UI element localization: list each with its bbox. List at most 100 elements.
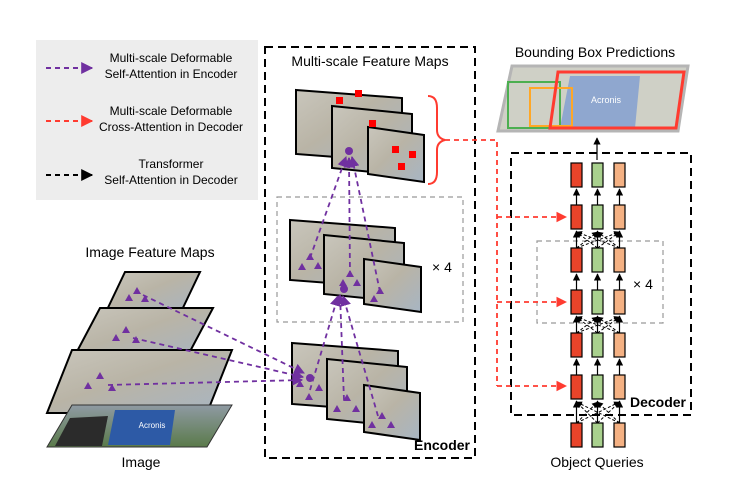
decoder-self-attention-arrow <box>575 316 620 334</box>
decoder-token-orange <box>613 247 626 273</box>
sampling-triangle <box>133 287 141 294</box>
sampling-point <box>369 120 376 127</box>
legend-item-encoder-self-attention: Multi-scale Deformable Self-Attention in… <box>46 51 237 81</box>
encoder-attention-arrows <box>107 155 381 417</box>
sampling-triangle <box>96 372 104 379</box>
sampling-triangle <box>368 421 376 428</box>
decoder-self-attention-arrow <box>576 231 598 249</box>
attention-arrow <box>340 294 379 417</box>
encoder-input-feature-maps <box>291 341 421 442</box>
decoder-token-green <box>591 162 604 188</box>
sampling-triangle <box>378 412 386 419</box>
decoder-token-orange <box>613 162 626 188</box>
green-box <box>507 81 561 129</box>
decoder-self-attention-arrow <box>597 231 620 249</box>
decoder-self-attention-arrow <box>597 401 620 424</box>
encoder-repeat-label: × 4 <box>432 259 452 275</box>
decoder-repeat-label: × 4 <box>633 276 653 292</box>
legend-item-3-line2: Self-Attention in Decoder <box>104 173 237 187</box>
sampling-triangle <box>112 334 120 341</box>
decoder-token-green <box>591 289 604 315</box>
attention-arrow <box>142 294 305 374</box>
sampling-point <box>336 97 343 104</box>
sampling-triangle <box>353 279 361 286</box>
player-shirt-dark <box>55 416 108 446</box>
sampling-triangle <box>333 405 341 412</box>
decoder-token-green <box>591 204 604 230</box>
sampling-triangle <box>108 384 116 391</box>
decoder-token-orange <box>613 204 626 230</box>
decoder-token-orange <box>613 289 626 315</box>
legend-item-decoder-cross-attention: Multi-scale Deformable Cross-Attention i… <box>46 104 243 134</box>
image-feature-maps-label: Image Feature Maps <box>85 244 214 260</box>
legend-item-1-line1: Multi-scale Deformable <box>110 51 233 65</box>
decoder-layers <box>570 162 626 424</box>
image-label: Image <box>122 454 161 470</box>
decoder-self-attention-arrow <box>576 316 598 334</box>
decoder-token-red <box>570 289 583 315</box>
decoder-token-orange <box>613 332 626 358</box>
red-box <box>548 70 686 130</box>
decoder-token-red <box>570 247 583 273</box>
object-queries <box>570 422 626 448</box>
sampling-triangle <box>314 262 322 269</box>
sampling-triangle <box>122 326 130 333</box>
decoder-self-attention-arrow <box>597 316 620 334</box>
player-jersey <box>108 410 175 445</box>
sampling-triangle <box>305 393 313 400</box>
decoder-self-attention-arrow <box>597 231 620 249</box>
attention-arrow <box>132 337 305 381</box>
input-map-3 <box>363 383 421 442</box>
sampling-point <box>409 151 416 158</box>
query-point <box>306 374 314 382</box>
prediction-jersey-text: Acronis <box>591 95 622 105</box>
decoder-self-attention-arrow <box>597 316 620 334</box>
feature-map-level-3 <box>45 349 234 414</box>
sampling-point <box>392 146 399 153</box>
output-map-3 <box>367 125 425 184</box>
attention-arrow <box>309 294 341 391</box>
sampling-triangle <box>387 421 395 428</box>
legend-item-2-line1: Multi-scale Deformable <box>110 104 233 118</box>
middle-map-3 <box>363 257 422 314</box>
encoder-repeat-box <box>276 196 464 323</box>
decoder-token-red <box>570 162 583 188</box>
encoder-middle-feature-maps <box>289 218 422 314</box>
sampling-triangle <box>298 263 306 270</box>
legend-item-decoder-self-attention: Transformer Self-Attention in Decoder <box>46 157 238 187</box>
decoder-box-label: Decoder <box>630 394 687 410</box>
encoder-top-label: Multi-scale Feature Maps <box>291 53 448 69</box>
sampling-triangle <box>315 384 323 391</box>
decoder-self-attention-arrow <box>576 401 621 424</box>
sampling-triangle <box>343 394 351 401</box>
query-point <box>345 147 353 155</box>
cross-attention-arrows <box>445 139 568 392</box>
cross-attention-trunk <box>445 139 498 386</box>
encoder-box <box>264 46 476 459</box>
encoder-box-label: Encoder <box>414 437 471 453</box>
decoder-self-attention-arrow <box>575 401 620 424</box>
legend-item-3-line1: Transformer <box>139 157 204 171</box>
attention-arrow <box>343 156 355 277</box>
attention-arrow <box>348 155 381 293</box>
legend: Multi-scale Deformable Self-Attention in… <box>36 40 258 200</box>
decoder-self-attention-arrow <box>575 231 620 249</box>
decoder-token-red <box>570 374 583 400</box>
decoder-token-orange <box>613 374 626 400</box>
query-point <box>340 285 348 293</box>
query-token-red <box>570 422 583 448</box>
decoder-token-green <box>591 374 604 400</box>
sampling-triangle <box>352 405 360 412</box>
encoder-output-feature-maps <box>295 88 425 184</box>
sampling-triangle <box>339 279 347 286</box>
sampling-point <box>398 163 405 170</box>
legend-item-2-line2: Cross-Attention in Decoder <box>99 120 243 134</box>
predictions-label: Bounding Box Predictions <box>515 44 675 60</box>
sampling-triangle <box>125 294 133 301</box>
decoder-token-red <box>570 332 583 358</box>
input-image: Acronis <box>46 404 233 448</box>
image-sampling-points <box>84 287 149 391</box>
prediction-player-jersey <box>560 76 640 128</box>
sampling-triangle <box>84 382 92 389</box>
